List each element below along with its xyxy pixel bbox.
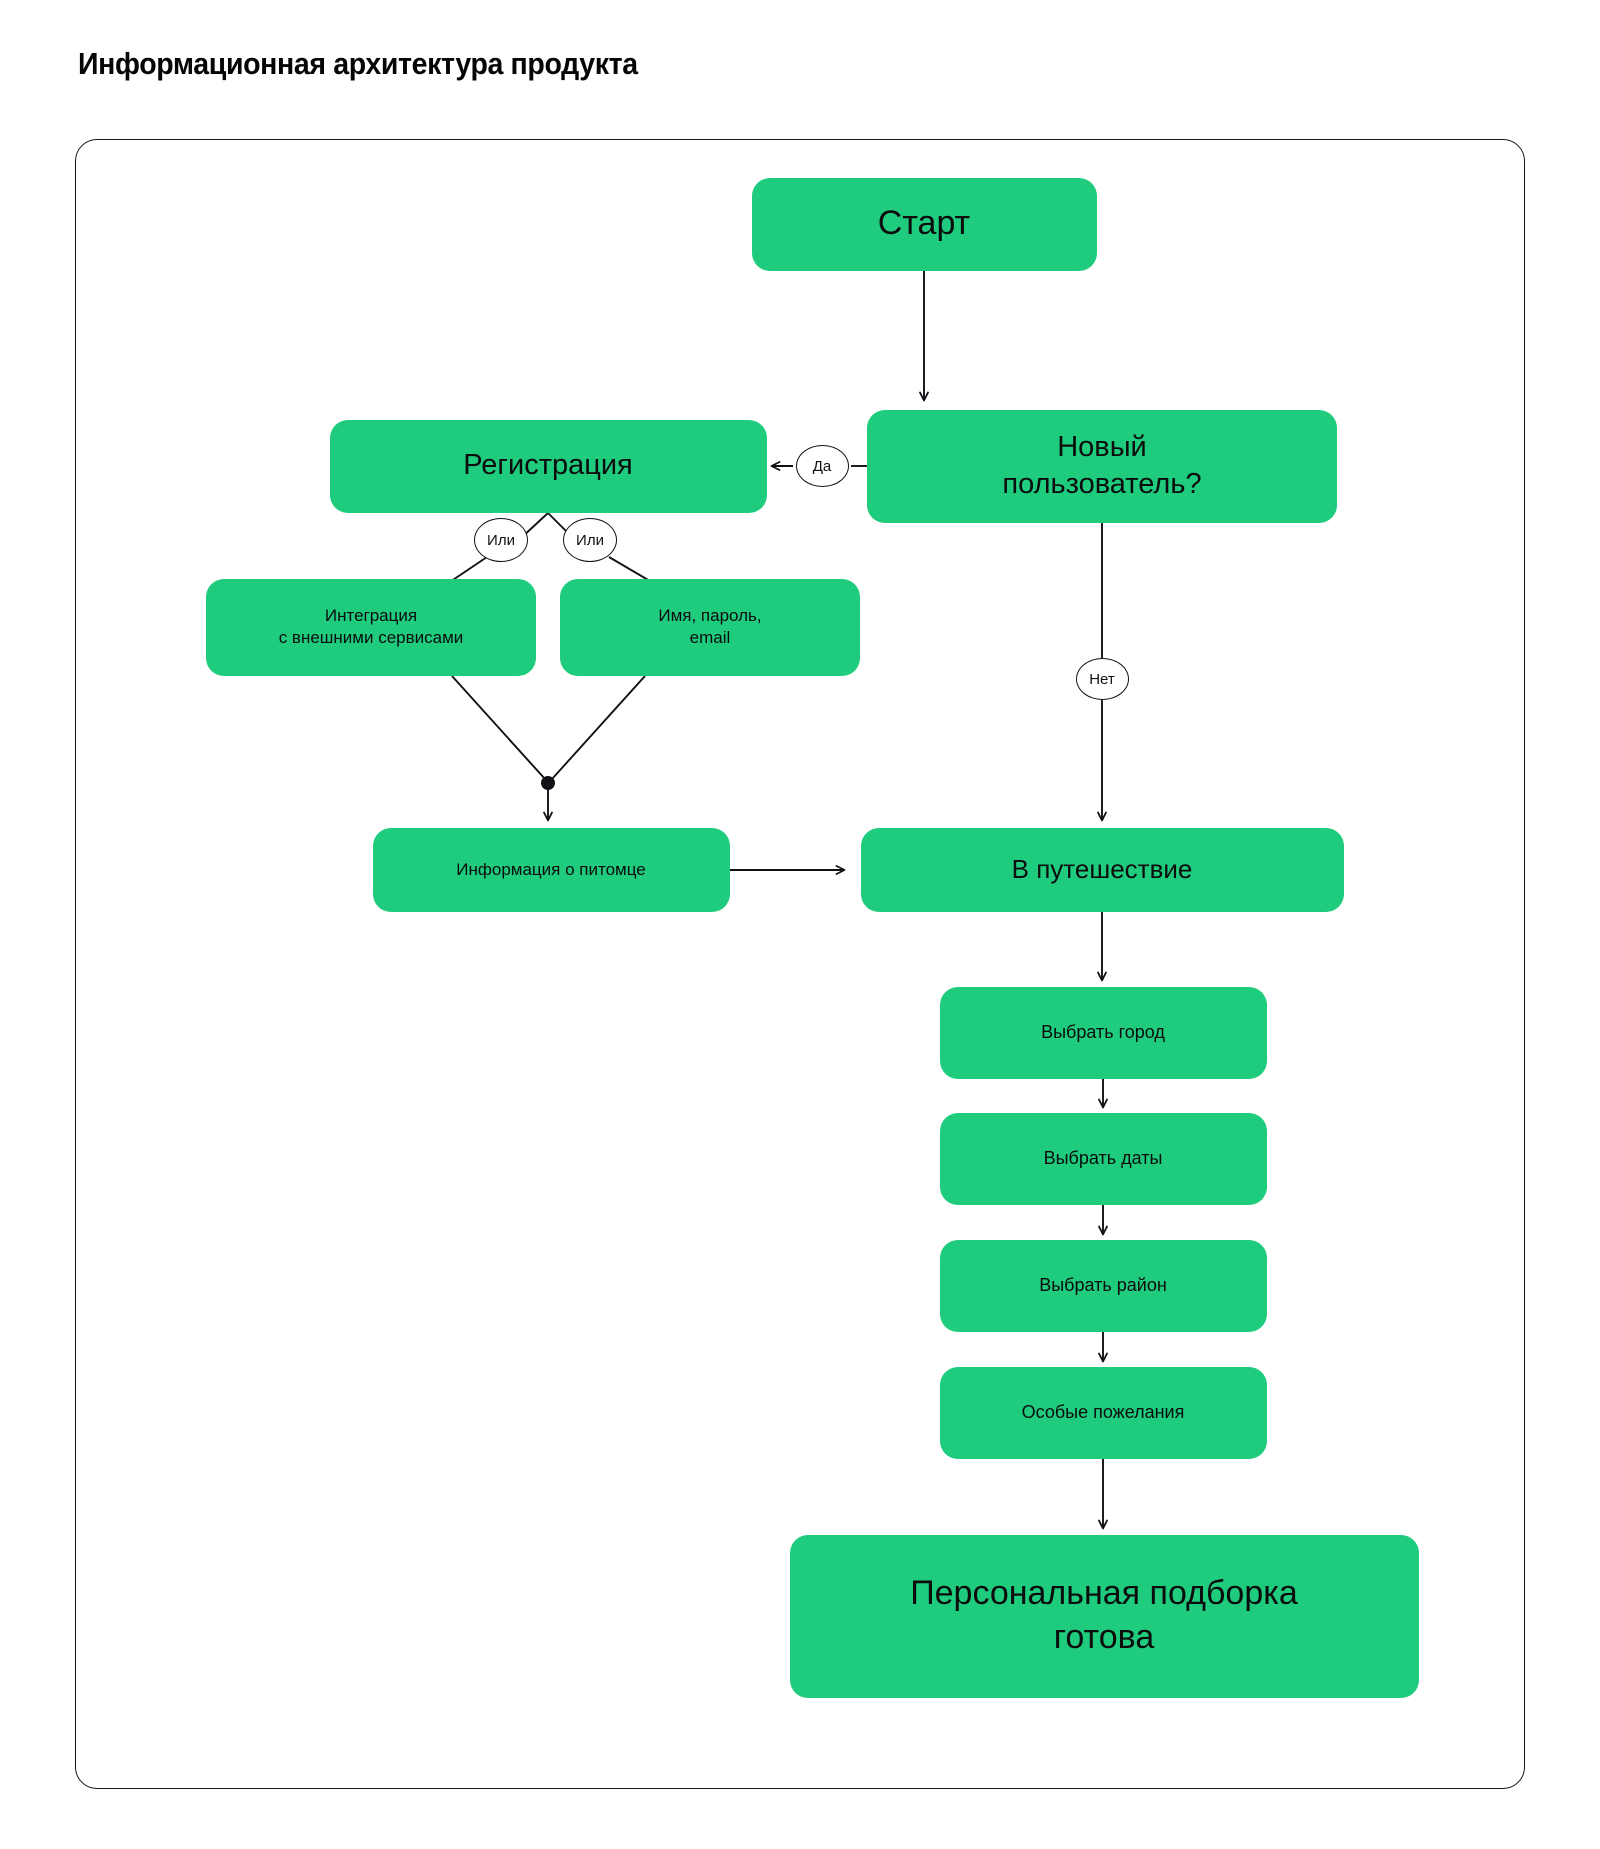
edge-label-yes: Да xyxy=(795,445,849,487)
node-start[interactable]: Старт xyxy=(751,177,1097,271)
edge-label-no: Нет xyxy=(1075,658,1129,700)
node-result[interactable]: Персональная подборка готова xyxy=(789,1534,1419,1698)
node-travel[interactable]: В путешествие xyxy=(860,828,1344,912)
page-title: Информационная архитектура продукта xyxy=(78,46,638,81)
node-registration[interactable]: Регистрация xyxy=(329,419,767,513)
node-integration[interactable]: Интеграция с внешними сервисами xyxy=(206,578,536,676)
diagram-canvas-frame xyxy=(75,139,1525,1789)
node-choose-dates[interactable]: Выбрать даты xyxy=(939,1113,1267,1205)
node-pet-info[interactable]: Информация о питомце xyxy=(372,828,730,912)
node-wishes[interactable]: Особые пожелания xyxy=(939,1367,1267,1459)
node-new-user[interactable]: Новый пользователь? xyxy=(867,409,1337,523)
node-choose-city[interactable]: Выбрать город xyxy=(939,987,1267,1079)
edge-label-or-left: Или xyxy=(474,518,528,562)
node-choose-area[interactable]: Выбрать район xyxy=(939,1240,1267,1332)
edge-label-or-right: Или xyxy=(563,518,617,562)
node-credentials[interactable]: Имя, пароль, email xyxy=(560,578,860,676)
